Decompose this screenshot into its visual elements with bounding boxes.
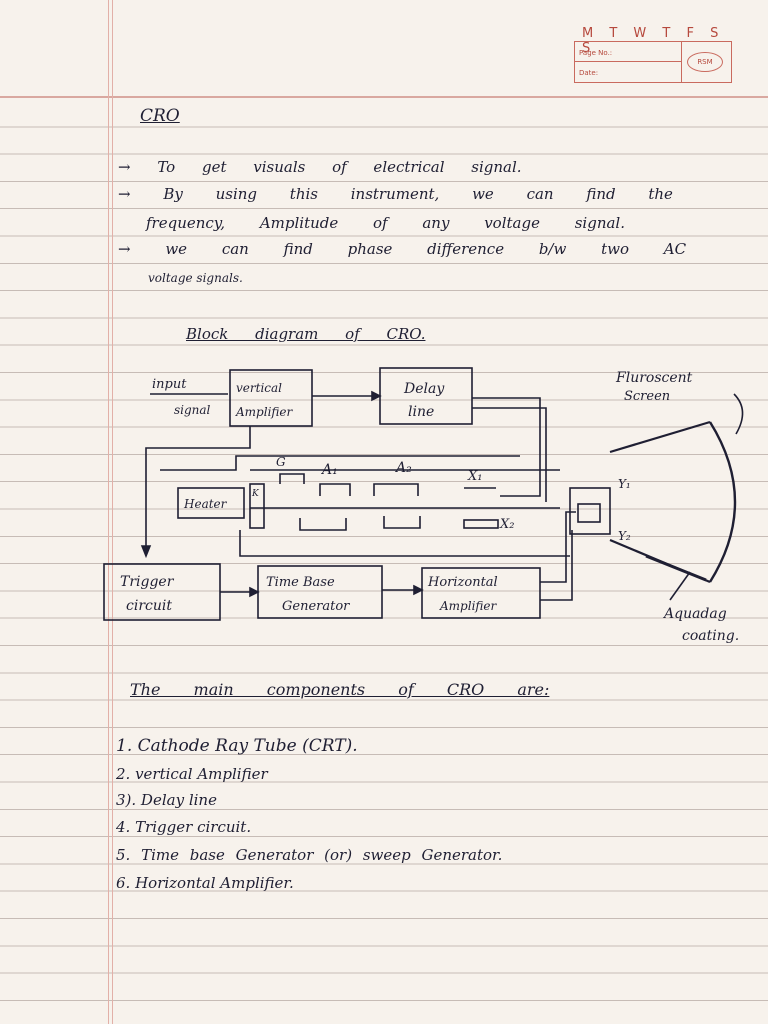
anode-a2-top xyxy=(373,483,419,496)
screen-pointer xyxy=(733,393,744,435)
heater-label: Heater xyxy=(183,497,228,511)
note-line: voltage signals. xyxy=(148,271,243,285)
page-info-box: Page No.: Date: RSM xyxy=(574,41,732,83)
weekday-strip: M T W T F S S xyxy=(582,26,725,56)
hamp-to-y1-wire xyxy=(540,511,576,583)
y-plates-inner xyxy=(577,503,601,523)
y2-label: Y₂ xyxy=(618,529,631,543)
header-rule xyxy=(0,96,768,98)
delay-line-label-1: Delay xyxy=(403,381,445,397)
x2-label: X₂ xyxy=(499,517,514,532)
aquadag-pointer xyxy=(669,571,691,601)
crt-top-wall xyxy=(160,455,520,471)
y1-label: Y₁ xyxy=(618,477,631,491)
anode-a2-label: A₂ xyxy=(394,460,412,476)
brand-logo: RSM xyxy=(687,52,723,72)
hamp-label-1: Horizontal xyxy=(427,575,498,590)
note-line: frequency, Amplitude of any voltage sign… xyxy=(146,214,625,232)
diagram-heading: Block diagram of CRO. xyxy=(186,325,426,343)
fluorescent-screen xyxy=(708,421,737,583)
arrowhead xyxy=(371,390,382,402)
trigger-feed-wire xyxy=(145,426,251,550)
funnel-top xyxy=(609,420,711,454)
anode-a1-bottom xyxy=(299,518,347,531)
margin-line-inner xyxy=(112,0,113,1024)
anode-a1-label: A₁ xyxy=(320,462,338,478)
vertical-amplifier-label-2: Amplifier xyxy=(235,405,294,419)
cathode-k xyxy=(249,483,265,529)
timebase-label-1: Time Base xyxy=(266,575,335,590)
date-label: Date: xyxy=(579,69,599,77)
fluorescent-label-2: Screen xyxy=(624,389,670,404)
arrowhead xyxy=(140,545,152,559)
crt-bottom-wall xyxy=(239,530,570,557)
page-box-separator xyxy=(681,42,682,82)
note-line: → By using this instrument, we can find … xyxy=(118,185,673,203)
delay-line-box xyxy=(379,367,473,425)
trigger-label-1: Trigger xyxy=(120,574,175,590)
hamp-label-2: Amplifier xyxy=(439,599,498,613)
vertical-amplifier-label-1: vertical xyxy=(236,381,282,395)
input-label: input xyxy=(152,377,187,392)
component-item: 2. vertical Amplifier xyxy=(116,765,268,783)
note-line: → we can find phase difference b/w two A… xyxy=(118,240,687,258)
component-item: 6. Horizontal Amplifier. xyxy=(116,874,294,892)
aquadag-label-2: coating. xyxy=(682,628,739,644)
trigger-label-2: circuit xyxy=(126,598,172,614)
signal-label: signal xyxy=(174,403,211,417)
timebase-label-2: Generator xyxy=(282,599,350,614)
delay-to-x1-wire xyxy=(472,397,541,497)
component-item: 1. Cathode Ray Tube (CRT). xyxy=(116,736,358,756)
time-base-generator-box xyxy=(257,565,383,619)
delay-line-label-2: line xyxy=(408,404,434,420)
grid-label: G xyxy=(276,455,286,469)
component-item: 4. Trigger circuit. xyxy=(116,818,252,836)
anode-a1-top xyxy=(319,483,351,496)
x1-label: X₁ xyxy=(467,469,482,484)
page-no-label: Page No.: xyxy=(579,49,613,57)
margin-line xyxy=(108,0,109,1024)
page-box-divider xyxy=(575,61,681,62)
x2-plate xyxy=(463,519,499,529)
cro-block-diagram: input signal vertical Amplifier Delay li… xyxy=(103,367,744,644)
grid-g xyxy=(279,473,305,484)
vertical-amplifier-box xyxy=(229,369,313,427)
horizontal-amplifier-box xyxy=(421,567,541,619)
heater-box xyxy=(177,487,245,519)
note-line: → To get visuals of electrical signal. xyxy=(118,158,522,176)
hamp-to-y2-wire xyxy=(540,530,573,601)
cathode-label: K xyxy=(251,489,260,499)
aquadag-strip xyxy=(645,554,707,582)
component-item: 3). Delay line xyxy=(116,791,217,809)
page-header-band xyxy=(0,0,768,98)
fluorescent-label-1: Fluroscent xyxy=(615,370,693,386)
arrowhead xyxy=(249,586,260,598)
note-title: CRO xyxy=(140,106,180,126)
component-item: 5. Time base Generator (or) sweep Genera… xyxy=(116,846,503,864)
aquadag-label-1: Aquadag xyxy=(662,606,727,622)
anode-a2-bottom xyxy=(383,516,421,529)
components-heading: The main components of CRO are: xyxy=(130,680,550,699)
arrowhead xyxy=(413,584,424,596)
y-plates-box xyxy=(569,487,611,535)
